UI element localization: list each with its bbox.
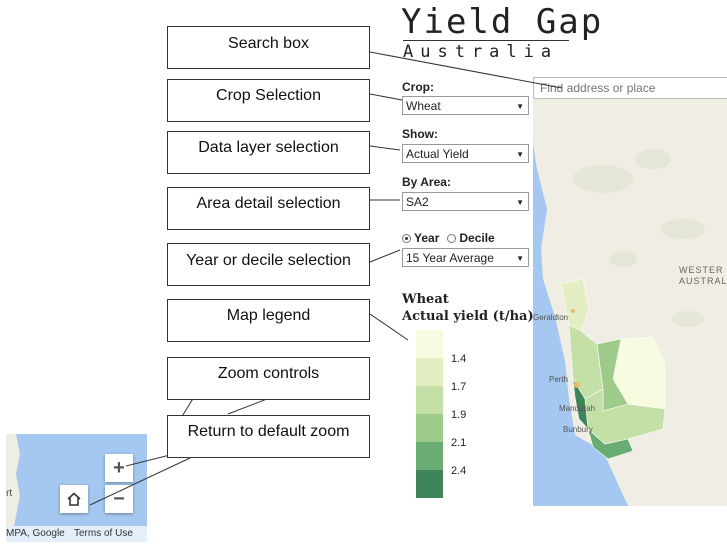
crop-select-value: Wheat	[406, 99, 441, 113]
legend-swatch	[416, 470, 443, 498]
legend-swatch	[416, 358, 443, 386]
show-label: Show:	[402, 127, 438, 141]
area-select-value: SA2	[406, 195, 429, 209]
callout-crop-selection: Crop Selection	[167, 79, 370, 122]
callout-text: Year or decile selection	[186, 252, 351, 269]
callout-map-legend: Map legend	[167, 299, 370, 342]
callout-text: Data layer selection	[198, 139, 339, 156]
legend-swatch	[416, 414, 443, 442]
legend-break-label: 1.4	[451, 353, 467, 365]
map-label-city: Perth	[549, 375, 569, 384]
data-layer-select-value: Actual Yield	[406, 147, 469, 161]
legend-break-label: 2.4	[451, 465, 467, 477]
dropdown-arrow-icon: ▼	[516, 254, 524, 263]
callout-zoom-controls: Zoom controls	[167, 357, 370, 400]
crop-label: Crop:	[402, 80, 434, 94]
legend-title-layer: Actual yield (t/ha)	[402, 309, 534, 324]
region-perth	[572, 378, 589, 430]
year-select[interactable]: 15 Year Average ▼	[402, 248, 529, 267]
logo-divider	[403, 40, 569, 41]
legend-title-crop: Wheat	[402, 292, 449, 307]
dropdown-arrow-icon: ▼	[516, 150, 524, 159]
map-attribution-bar: MPA, Google Terms of Use	[6, 526, 147, 542]
terms-of-use-link[interactable]: Terms of Use	[74, 528, 133, 539]
callout-text: Search box	[228, 35, 309, 52]
map-canvas	[533, 99, 727, 506]
region-southwest	[587, 428, 634, 460]
app-logo-subtitle: Australia	[403, 42, 559, 62]
inset-land	[6, 434, 20, 526]
zoom-in-button[interactable]: +	[105, 454, 133, 482]
map-view[interactable]: WESTER AUSTRAL Geraldton Perth Mandurah …	[533, 99, 727, 506]
dropdown-arrow-icon: ▼	[516, 198, 524, 207]
area-label: By Area:	[402, 175, 451, 189]
map-attribution: MPA, Google	[6, 528, 65, 539]
callout-text: Area detail selection	[196, 195, 341, 212]
callout-search-box: Search box	[167, 26, 370, 69]
callout-data-layer-selection: Data layer selection	[167, 131, 370, 174]
map-label-city: Mandurah	[559, 404, 596, 413]
callout-text: Zoom controls	[217, 365, 320, 382]
legend-swatch	[416, 442, 443, 470]
callout-text: Map legend	[226, 307, 311, 324]
app-logo-title: Yield Gap	[401, 2, 604, 42]
search-input[interactable]	[533, 77, 727, 99]
callout-year-decile-selection: Year or decile selection	[167, 243, 370, 286]
inset-map-label: rt	[6, 488, 13, 499]
legend-swatch	[416, 330, 443, 358]
period-radio-group: Year Decile	[402, 231, 495, 245]
callout-text: Crop Selection	[216, 87, 321, 104]
legend-swatch	[416, 386, 443, 414]
zoom-controls-inset: rt + − MPA, Google Terms of Use	[6, 434, 147, 542]
region-north	[560, 278, 590, 332]
zoom-out-button[interactable]: −	[105, 485, 133, 513]
callout-area-detail-selection: Area detail selection	[167, 187, 370, 230]
map-label-state: WESTER	[679, 265, 724, 275]
legend-break-label: 2.1	[451, 437, 467, 449]
year-select-value: 15 Year Average	[406, 251, 494, 265]
legend-break-label: 1.7	[451, 381, 467, 393]
dropdown-arrow-icon: ▼	[516, 102, 524, 111]
map-label-state: AUSTRAL	[679, 276, 727, 286]
year-radio-label[interactable]: Year	[414, 231, 440, 245]
crop-select[interactable]: Wheat ▼	[402, 96, 529, 115]
callout-return-default-zoom: Return to default zoom	[167, 415, 370, 458]
legend-title: Wheat Actual yield (t/ha)	[402, 291, 534, 325]
year-radio[interactable]	[402, 233, 411, 243]
area-select[interactable]: SA2 ▼	[402, 192, 529, 211]
home-button[interactable]	[60, 485, 88, 513]
callout-text: Return to default zoom	[187, 423, 350, 440]
map-label-city: Bunbury	[563, 425, 593, 434]
decile-radio-label[interactable]: Decile	[459, 231, 495, 245]
decile-radio[interactable]	[447, 233, 457, 243]
inset-map-canvas	[6, 434, 20, 526]
map-label-city: Geraldton	[533, 313, 569, 322]
zoom-in-label: +	[113, 456, 125, 479]
home-icon	[67, 492, 81, 506]
zoom-out-label: −	[113, 487, 125, 510]
data-layer-select[interactable]: Actual Yield ▼	[402, 144, 529, 163]
legend-break-label: 1.9	[451, 409, 467, 421]
